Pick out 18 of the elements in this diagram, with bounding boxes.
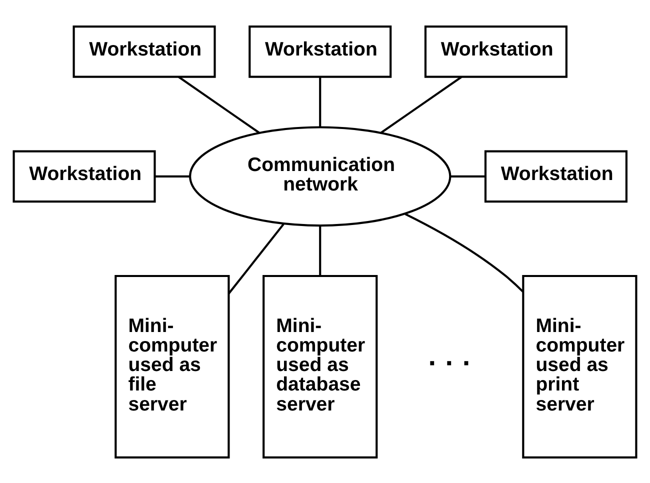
connector bbox=[450, 174, 486, 177]
node-box: Workstation bbox=[484, 150, 628, 202]
node-box: Workstation bbox=[72, 25, 216, 78]
connector bbox=[319, 76, 322, 126]
node-box: Mini-computer used as database server bbox=[262, 274, 378, 458]
node-ellipse: Communication network bbox=[189, 126, 452, 226]
node-box: Workstation bbox=[248, 25, 392, 78]
connector bbox=[319, 226, 322, 276]
connector bbox=[228, 223, 284, 294]
node-box: Mini-computer used as file server bbox=[114, 274, 230, 458]
connector bbox=[154, 174, 190, 177]
connector bbox=[178, 76, 260, 134]
node-box: Workstation bbox=[12, 150, 156, 202]
node-box: Mini-computer used as print server bbox=[522, 274, 638, 458]
label: · · · bbox=[428, 346, 472, 378]
connector bbox=[380, 76, 462, 134]
connector bbox=[404, 212, 524, 292]
node-box: Workstation bbox=[424, 25, 568, 78]
